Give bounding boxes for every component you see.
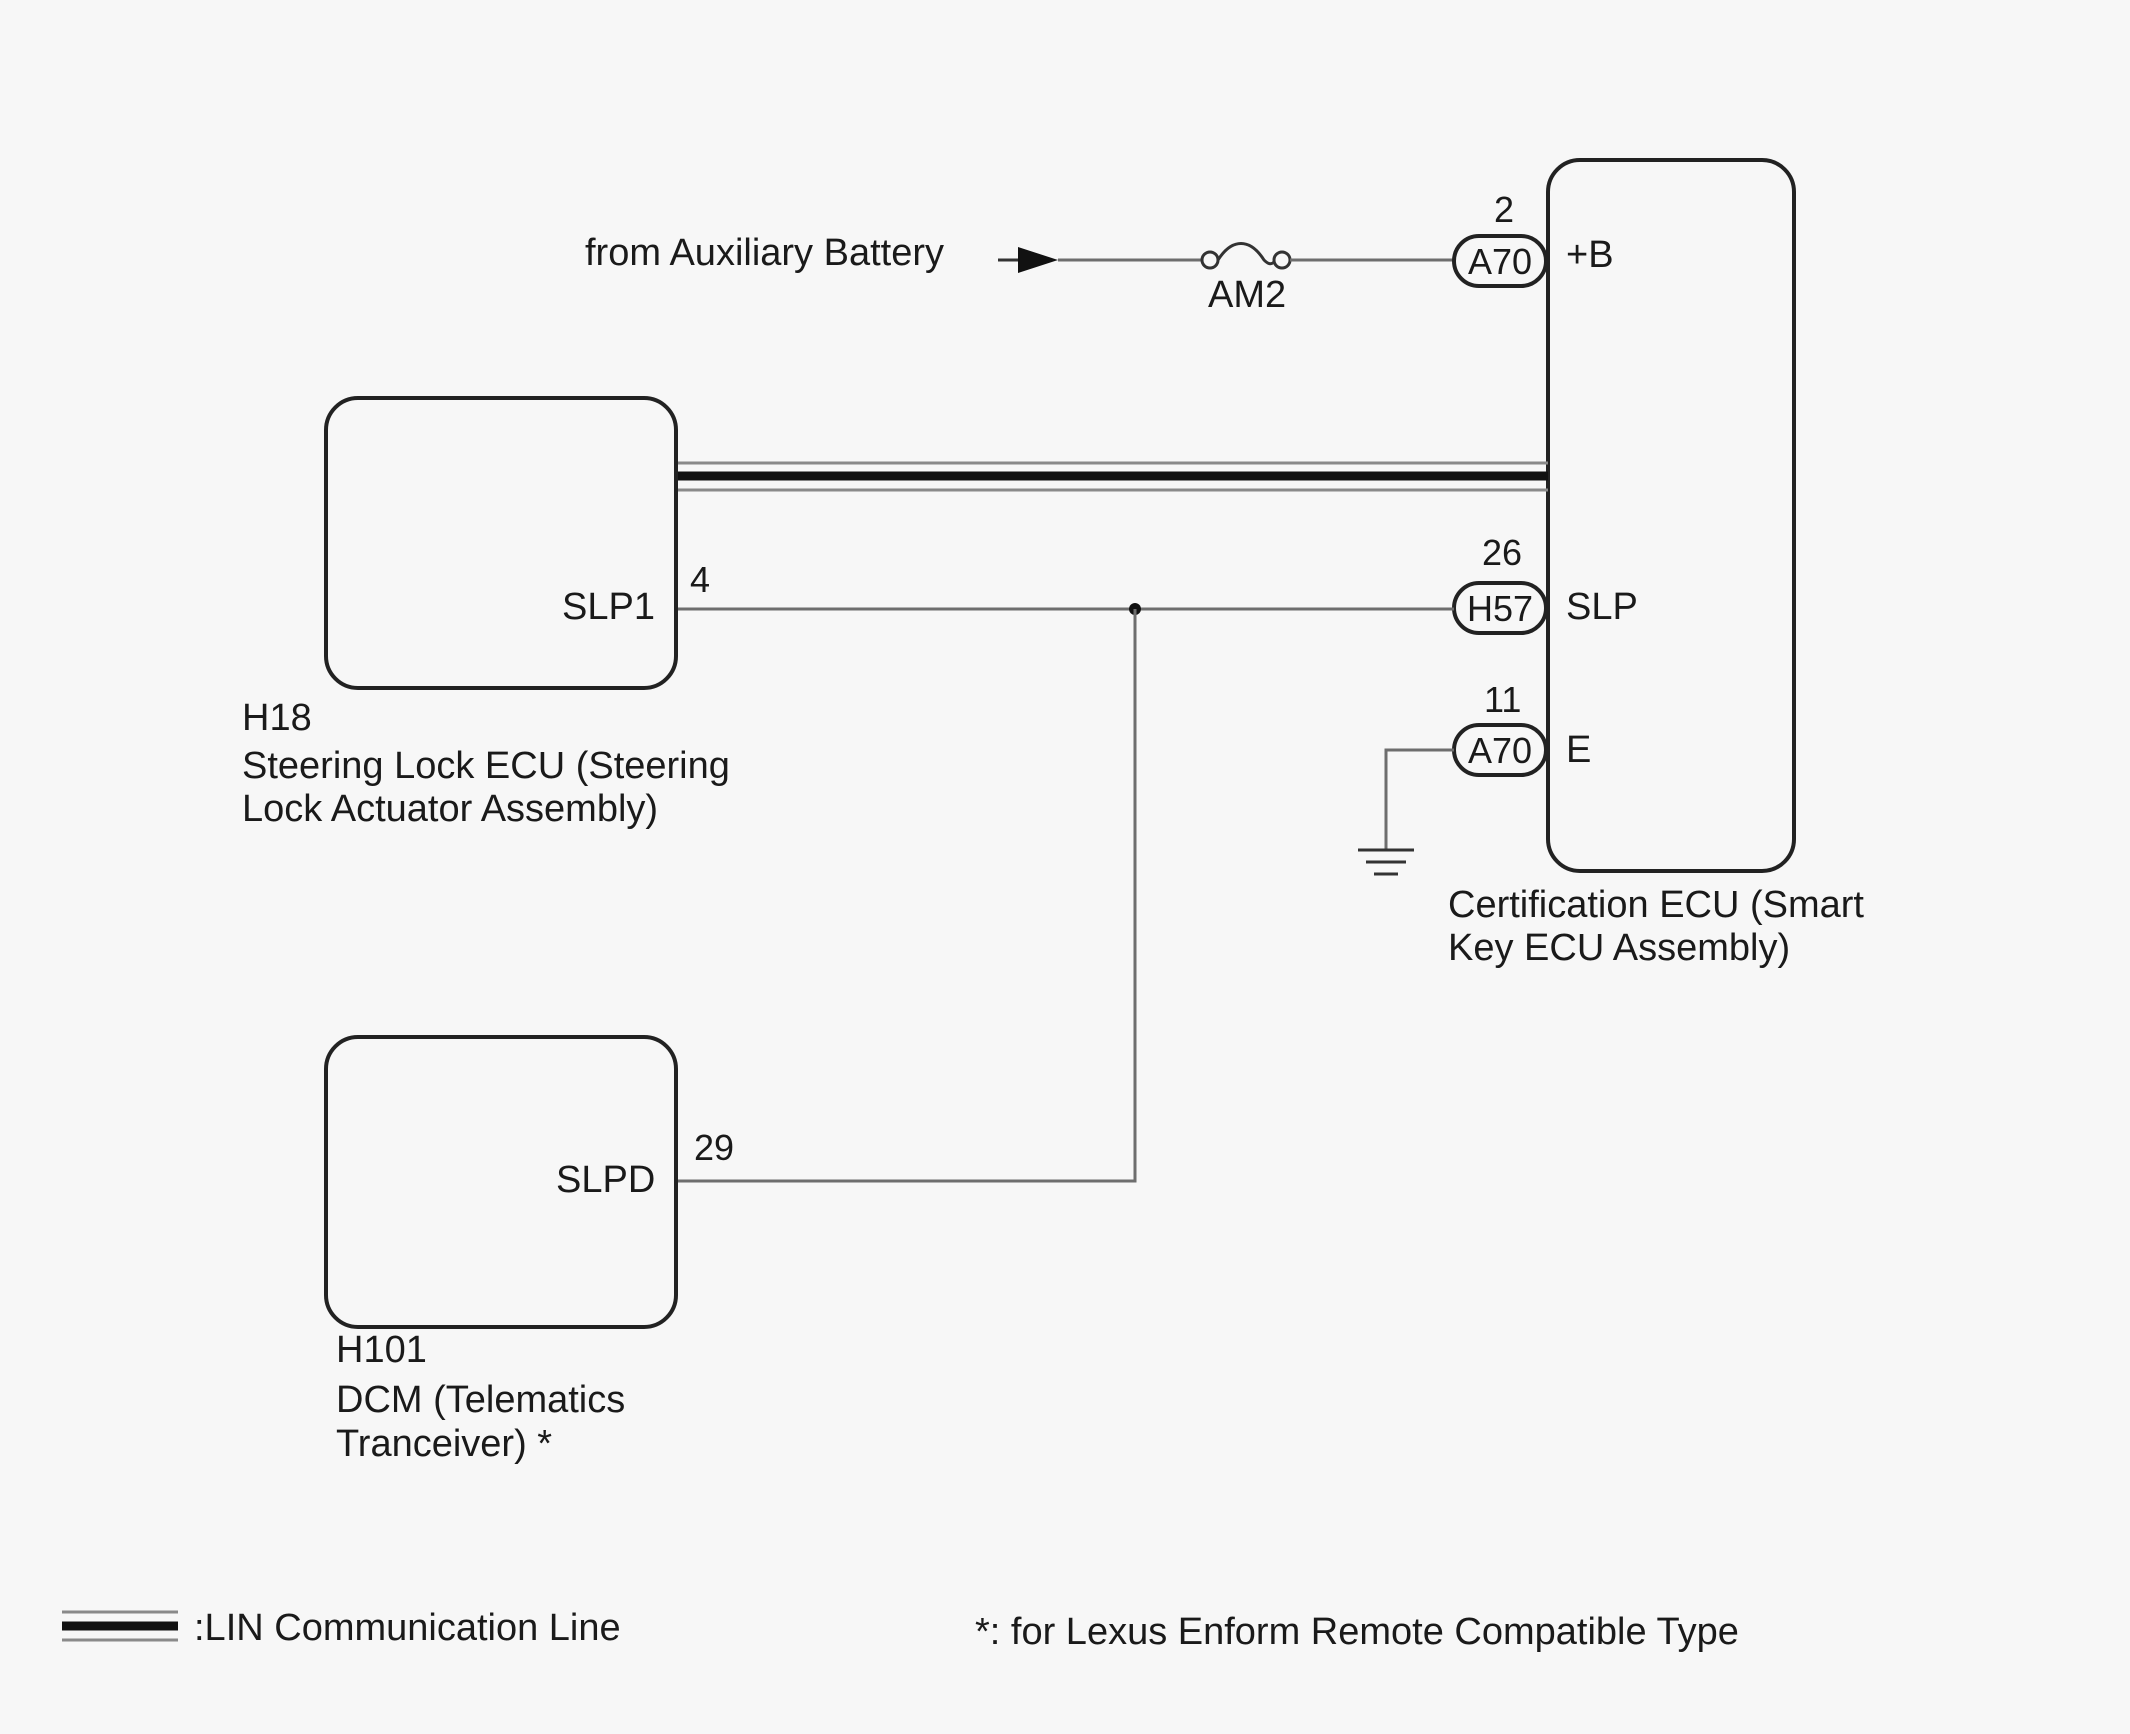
lin-communication-line xyxy=(678,461,1548,492)
certification-ecu: Certification ECU (Smart Key ECU Assembl… xyxy=(1448,158,1864,969)
terminal-e: E xyxy=(1566,729,1591,771)
certification-ecu-name-line1: Certification ECU (Smart xyxy=(1448,884,1864,926)
pin-number-slp: 26 xyxy=(1482,532,1522,573)
steering-lock-ecu-name-line2: Lock Actuator Assembly) xyxy=(242,788,658,830)
pin-number-slp1: 4 xyxy=(690,559,710,600)
footnote: *: for Lexus Enform Remote Compatible Ty… xyxy=(975,1611,1739,1653)
steering-lock-ecu-code: H18 xyxy=(242,697,312,739)
slp-signal-wire xyxy=(678,603,1454,1183)
fuse-terminal-left xyxy=(1200,250,1220,270)
ground-wire xyxy=(1384,748,1454,850)
pin-number-plus-b: 2 xyxy=(1494,189,1514,230)
legend: :LIN Communication Line *: for Lexus Enf… xyxy=(62,1607,1739,1653)
source-label: from Auxiliary Battery xyxy=(585,232,944,274)
steering-lock-ecu-box xyxy=(324,396,678,690)
dcm-code: H101 xyxy=(336,1329,427,1371)
dcm-name-line2: Tranceiver) * xyxy=(336,1423,552,1465)
dcm: SLPD 29 H101 DCM (Telematics Tranceiver)… xyxy=(324,1035,734,1465)
terminal-slpd: SLPD xyxy=(556,1159,655,1201)
terminal-slp: SLP xyxy=(1566,586,1638,628)
fuse-am2: AM2 xyxy=(1200,242,1454,316)
fuse-label: AM2 xyxy=(1208,274,1286,316)
fuse-element-icon xyxy=(1216,242,1276,266)
source-arrow-icon xyxy=(1018,247,1058,273)
terminal-plus-b: +B xyxy=(1566,234,1614,276)
pin-number-slpd: 29 xyxy=(694,1127,734,1168)
certification-ecu-name-line2: Key ECU Assembly) xyxy=(1448,927,1790,969)
fuse-terminal-right xyxy=(1272,250,1292,270)
terminal-slp1: SLP1 xyxy=(562,586,655,628)
dcm-box xyxy=(324,1035,678,1329)
slp-wire-branch xyxy=(678,609,1137,1183)
dcm-name-line1: DCM (Telematics xyxy=(336,1379,625,1421)
legend-lin-label: :LIN Communication Line xyxy=(194,1607,621,1649)
ground xyxy=(1358,748,1454,876)
connector-oval-a70-top xyxy=(1452,234,1548,288)
certification-ecu-box xyxy=(1546,158,1796,873)
steering-lock-ecu: SLP1 4 H18 Steering Lock ECU (Steering L… xyxy=(242,396,730,830)
pin-number-e: 11 xyxy=(1484,679,1521,720)
connector-code-a70-top: A70 xyxy=(1468,241,1532,282)
power-source: from Auxiliary Battery xyxy=(585,232,1202,274)
connector-code-a70-bottom: A70 xyxy=(1468,730,1532,771)
steering-lock-ecu-name-line1: Steering Lock ECU (Steering xyxy=(242,745,730,787)
connector-code-h57: H57 xyxy=(1467,588,1533,629)
